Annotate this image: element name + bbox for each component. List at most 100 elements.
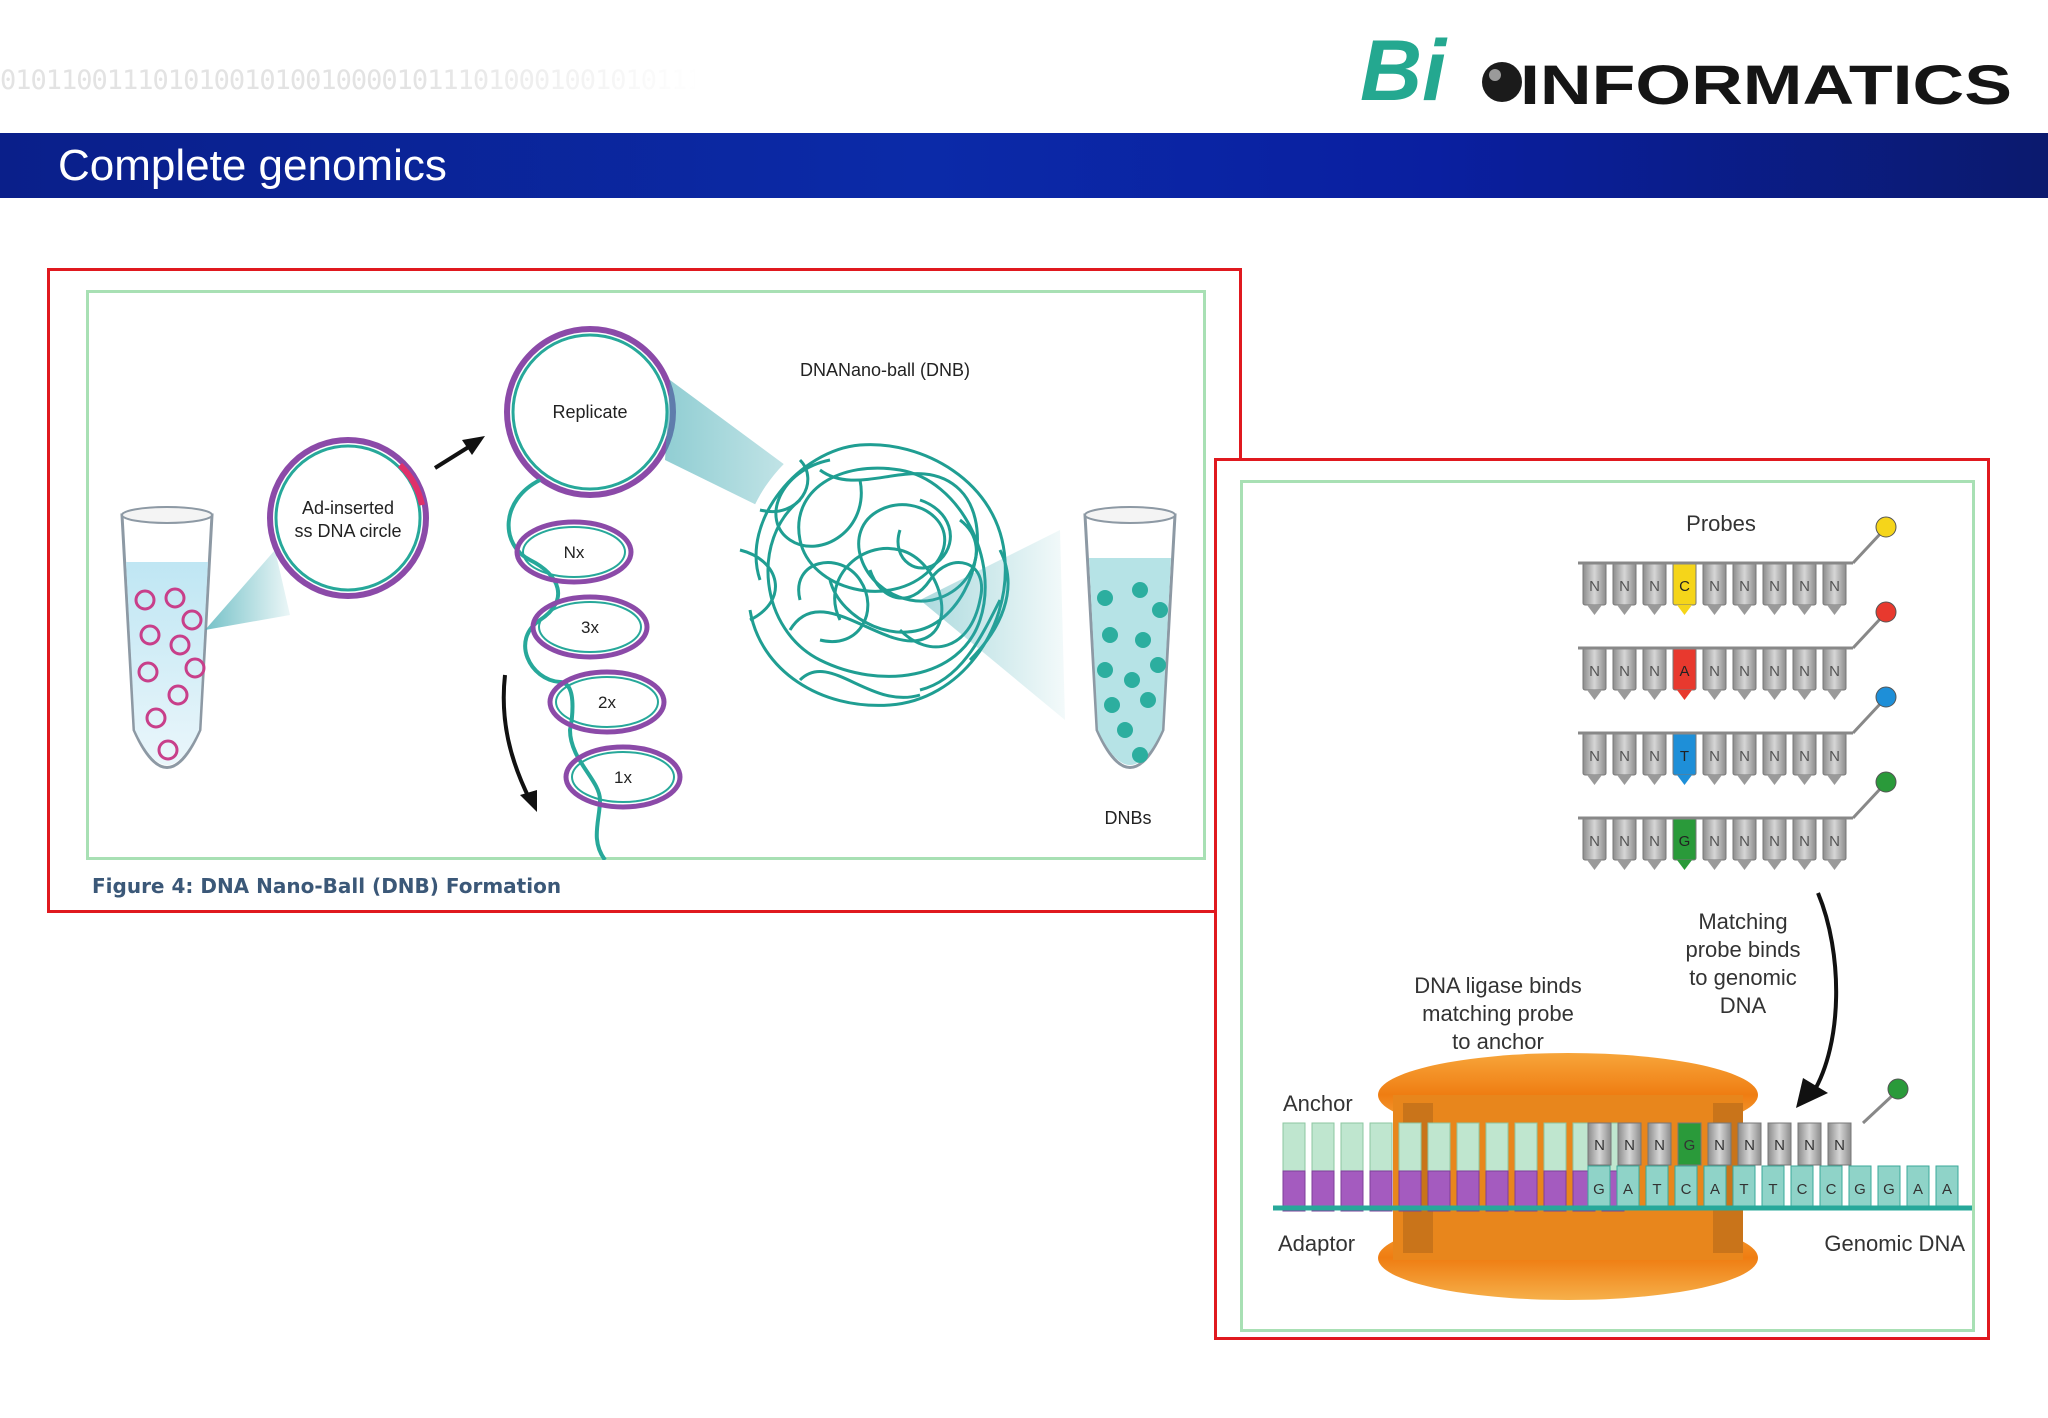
genomic-base-letter: A [1913, 1181, 1923, 1198]
probe-base-tip [1677, 605, 1692, 615]
probe-base-tip [1587, 605, 1602, 615]
dnb-tube [1083, 506, 1177, 769]
bound-probe-linker [1861, 1093, 1895, 1125]
bound-probe-letter: N [1744, 1137, 1755, 1154]
adaptor-strand-segment [1369, 1170, 1393, 1212]
adaptor-strand-segment [1282, 1170, 1306, 1212]
zoom-beam [205, 550, 290, 630]
probe-base-letter: N [1739, 748, 1750, 765]
matching-line2: probe binds [1686, 937, 1801, 962]
round-label-nx: Nx [564, 543, 585, 562]
bound-probe-letter: N [1714, 1137, 1725, 1154]
figure-caption: Figure 4: DNA Nano-Ball (DNB) Formation [92, 874, 562, 898]
anchor-strand-segment [1485, 1122, 1509, 1172]
adaptor-strand-segment [1398, 1170, 1422, 1212]
probe-base-tip [1677, 690, 1692, 700]
dnb-formation-diagram: Ad-inserted ss DNA circle Replicate Nx 3… [120, 326, 1177, 860]
bound-probe-letter: N [1624, 1137, 1635, 1154]
probe-base-letter: A [1679, 663, 1689, 680]
adaptor-strand-segment [1485, 1170, 1509, 1212]
anchor-strand-segment [1340, 1122, 1364, 1172]
probe-base-tip [1647, 605, 1662, 615]
dnbs-label: DNBs [1104, 808, 1151, 828]
anchor-strand-segment [1311, 1122, 1335, 1172]
probe-base-tip [1767, 860, 1782, 870]
adaptor-strand-segment [1456, 1170, 1480, 1212]
genomic-base-letter: T [1652, 1181, 1661, 1198]
probe-base-tip [1737, 605, 1752, 615]
ligase-line2: matching probe [1422, 1001, 1574, 1026]
probes-label: Probes [1686, 511, 1756, 536]
bound-probe-n-base [1707, 1122, 1732, 1166]
probe-base-letter: N [1619, 578, 1630, 595]
probe-base-tip [1767, 775, 1782, 785]
probe-base-letter: N [1709, 663, 1720, 680]
probe-base-tip [1737, 775, 1752, 785]
probe-base-tip [1767, 605, 1782, 615]
genomic-base-letter: C [1826, 1181, 1837, 1198]
probe-base-tip [1647, 690, 1662, 700]
genomic-base-letter: A [1710, 1181, 1720, 1198]
bound-fluorophore-icon [1887, 1078, 1909, 1100]
fluorophore-icon [1875, 601, 1897, 623]
probe-base-letter: N [1589, 748, 1600, 765]
binary-background: 0101100111010100101001000010111010001001… [0, 8, 700, 128]
probe-figure-frame [1240, 480, 1975, 1332]
probe-base-tip [1647, 860, 1662, 870]
probe-base-letter: C [1679, 578, 1690, 595]
probe-linker [1851, 531, 1883, 565]
fluorophore-icon [1875, 771, 1897, 793]
probe-base-tip [1707, 860, 1722, 870]
anchor-strand-segment [1398, 1122, 1422, 1172]
circle-label-line1: Ad-inserted [302, 498, 394, 518]
replicate-label: Replicate [552, 402, 627, 422]
probe-base-tip [1617, 690, 1632, 700]
probe-base-letter: N [1649, 663, 1660, 680]
probe-base-letter: N [1649, 578, 1660, 595]
matching-line4: DNA [1720, 993, 1767, 1018]
logo-ball-shine-icon [1489, 69, 1501, 81]
probe-base-tip [1617, 860, 1632, 870]
probe-linker [1851, 786, 1883, 820]
bound-probe-letter: N [1654, 1137, 1665, 1154]
probe-base-tip [1737, 690, 1752, 700]
probe-base-letter: N [1619, 833, 1630, 850]
adaptor-strand-segment [1543, 1170, 1567, 1212]
round-label-1x: 1x [614, 768, 632, 787]
probe-base-tip [1827, 690, 1842, 700]
genomic-base-letter: A [1623, 1181, 1633, 1198]
probe-base-tip [1587, 690, 1602, 700]
bound-probe-letter: G [1684, 1137, 1696, 1154]
probe-base-tip [1827, 860, 1842, 870]
probe-base-letter: N [1769, 578, 1780, 595]
probe-base-letter: N [1739, 833, 1750, 850]
left-tube [120, 506, 214, 769]
probe-base-tip [1707, 690, 1722, 700]
genomic-base-letter: G [1883, 1181, 1895, 1198]
probe-linker [1851, 701, 1883, 735]
logo-ball-icon [1482, 62, 1522, 102]
ligase-line1: DNA ligase binds [1414, 973, 1582, 998]
probe-base-letter: N [1829, 833, 1840, 850]
adaptor-strand-segment [1427, 1170, 1451, 1212]
probe-base-letter: T [1680, 748, 1689, 765]
ad-inserted-circle: Ad-inserted ss DNA circle [267, 437, 429, 599]
probe-base-letter: N [1769, 748, 1780, 765]
ligase-line3: to anchor [1452, 1029, 1544, 1054]
bioinformatics-logo: Bi INFORMATICS [1360, 23, 2012, 119]
adaptor-strand-segment [1311, 1170, 1335, 1212]
probe-base-letter: N [1739, 578, 1750, 595]
anchor-strand-segment [1369, 1122, 1393, 1172]
probe-base-letter: N [1799, 578, 1810, 595]
probe-base-letter: N [1829, 663, 1840, 680]
probe-linker [1851, 616, 1883, 650]
zoom-beam-tube [920, 530, 1065, 720]
probe-base-tip [1737, 860, 1752, 870]
dnb-figure-frame [86, 290, 1206, 860]
probe-base-letter: N [1619, 663, 1630, 680]
genomic-dna-label: Genomic DNA [1824, 1231, 1965, 1256]
binding-arrow-icon [1796, 892, 1839, 1108]
probe-base-tip [1797, 775, 1812, 785]
